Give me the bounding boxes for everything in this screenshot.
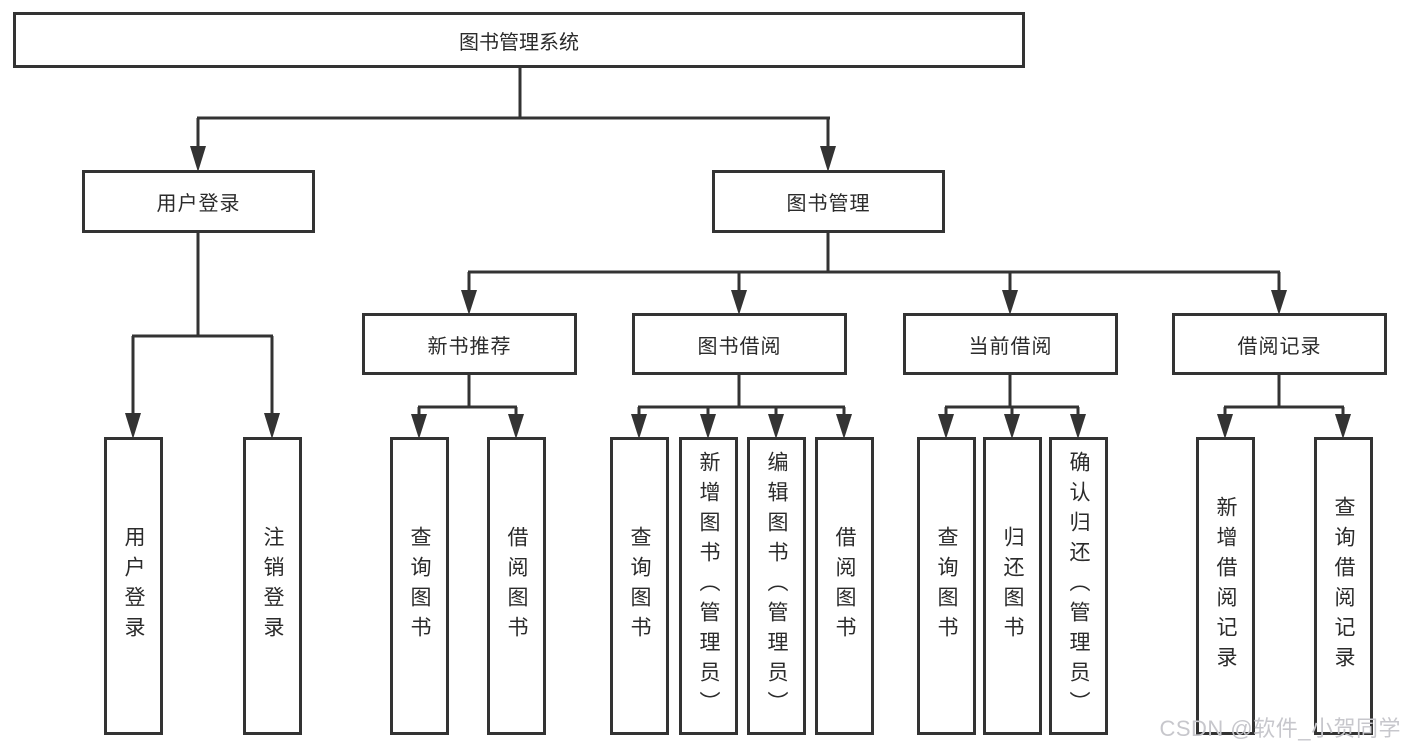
leaf-query-books-borrow: 查询图书	[610, 437, 669, 735]
csdn-watermark: CSDN @软件_小贺同学	[1159, 716, 1401, 741]
node-user-login: 用户登录	[82, 170, 315, 233]
leaf-query-books-recommend: 查询图书	[390, 437, 449, 735]
node-book-management: 图书管理	[712, 170, 945, 233]
node-current-borrow: 当前借阅	[903, 313, 1118, 375]
leaf-borrow-books: 借阅图书	[815, 437, 874, 735]
leaf-confirm-return-admin: 确认归还（管理员）	[1049, 437, 1108, 735]
leaf-query-books-current: 查询图书	[917, 437, 976, 735]
node-new-book-recommend: 新书推荐	[362, 313, 577, 375]
leaf-add-borrow-record: 新增借阅记录	[1196, 437, 1255, 735]
leaf-borrow-books-recommend: 借阅图书	[487, 437, 546, 735]
node-root-system: 图书管理系统	[13, 12, 1025, 68]
leaf-add-books-admin: 新增图书（管理员）	[679, 437, 738, 735]
leaf-return-books: 归还图书	[983, 437, 1042, 735]
leaf-user-login: 用户登录	[104, 437, 163, 735]
node-borrow-records: 借阅记录	[1172, 313, 1387, 375]
node-book-borrow: 图书借阅	[632, 313, 847, 375]
leaf-logout: 注销登录	[243, 437, 302, 735]
leaf-query-borrow-record: 查询借阅记录	[1314, 437, 1373, 735]
leaf-edit-books-admin: 编辑图书（管理员）	[747, 437, 806, 735]
